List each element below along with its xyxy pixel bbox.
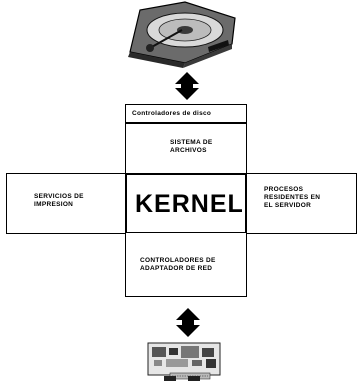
network-adapter-controllers-line2: ADAPTADOR DE RED bbox=[140, 265, 213, 272]
network-adapter-controllers-line1: CONTROLADORES DE bbox=[140, 257, 216, 264]
filesystem-label-line1: SISTEMA DE bbox=[170, 139, 213, 146]
printing-services-line2: IMPRESION bbox=[34, 201, 74, 208]
printing-services-line1: SERVICIOS DE bbox=[34, 193, 84, 200]
filesystem-label-line2: ARCHIVOS bbox=[170, 147, 207, 154]
bottom-vertical-block bbox=[125, 232, 247, 297]
kernel-box bbox=[125, 173, 247, 234]
resident-processes-line1: PROCESOS bbox=[264, 186, 304, 193]
resident-processes-line3: EL SERVIDOR bbox=[264, 202, 312, 209]
kernel-label: KERNEL bbox=[135, 190, 244, 218]
top-block-divider bbox=[125, 122, 247, 124]
disk-controllers-label: Controladores de disco bbox=[132, 110, 212, 117]
resident-processes-line2: RESIDENTES EN bbox=[264, 194, 321, 201]
